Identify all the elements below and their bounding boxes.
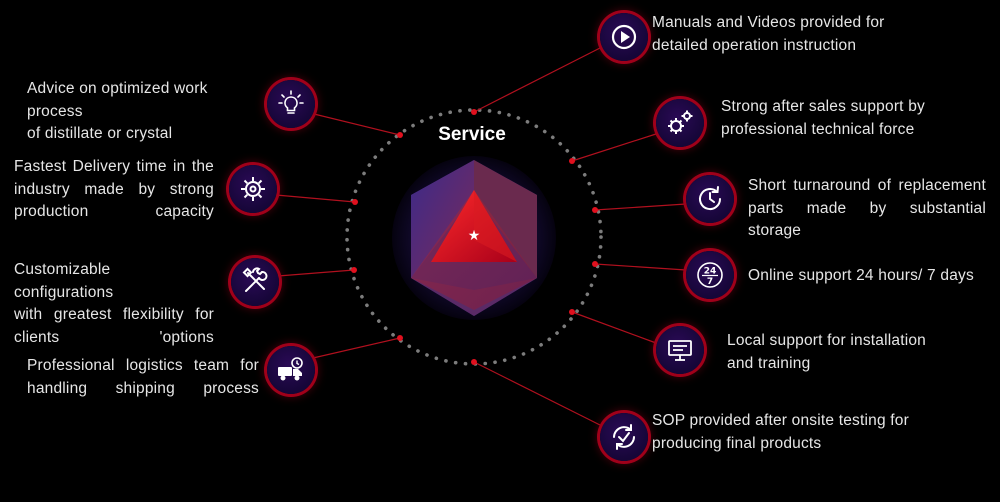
right-item-text: Short turnaround of replacement parts ma… [748, 177, 986, 239]
connector-dot [351, 267, 357, 273]
left-item-text: Fastest Delivery time in the industry ma… [14, 158, 214, 220]
connector-line [594, 263, 687, 271]
left-item-text: Customizable configurations with greates… [14, 261, 214, 346]
connector-dot [352, 199, 358, 205]
star-icon: ★ [468, 228, 481, 244]
clock-refresh-icon [686, 175, 734, 223]
right-item-text: Strong after sales support by profession… [721, 98, 925, 138]
right-item-text: Local support for installation and train… [727, 332, 927, 372]
left-item-text: Advice on optimized work process of dist… [27, 80, 208, 142]
tools-icon [231, 258, 279, 306]
connector-line [473, 361, 601, 426]
left-item-text: Professional logistics team for handling… [27, 357, 259, 397]
checkmark-cycle-icon [600, 413, 648, 461]
center-gem [411, 160, 537, 316]
lightbulb-icon [267, 80, 315, 128]
gear-cog-icon [229, 165, 277, 213]
connector-dot [471, 109, 477, 115]
delivery-truck-icon [267, 346, 315, 394]
connector-dot [592, 207, 598, 213]
connector-dot [397, 335, 403, 341]
gears-icon [656, 99, 704, 147]
right-item-text: SOP provided after onsite testing for pr… [652, 412, 909, 452]
24-7-icon: 24 7 [686, 251, 734, 299]
connector-dot [471, 359, 477, 365]
connector-line [312, 337, 401, 359]
connector-line [594, 203, 687, 211]
connector-line [571, 311, 657, 344]
diagram-title: Service [438, 124, 506, 145]
connector-line [571, 133, 657, 162]
right-item-text: Online support 24 hours/ 7 days [748, 267, 974, 284]
play-video-icon [600, 13, 648, 61]
connector-dot [397, 132, 403, 138]
connector-dot [569, 309, 575, 315]
connector-line [313, 113, 401, 136]
presentation-board-icon [656, 326, 704, 374]
connector-dot [592, 261, 598, 267]
connector-dot [569, 158, 575, 164]
svg-text:7: 7 [707, 277, 713, 287]
connector-line [473, 47, 601, 113]
connector-line [277, 269, 355, 277]
svg-text:24: 24 [704, 267, 717, 277]
right-item-text: Manuals and Videos provided for detailed… [652, 14, 885, 54]
connector-line [275, 194, 356, 203]
